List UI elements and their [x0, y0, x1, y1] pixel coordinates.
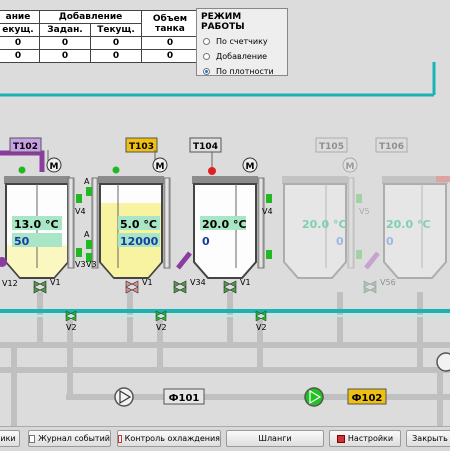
- radio-icon[interactable]: [203, 37, 210, 45]
- svg-text:T103: T103: [129, 142, 154, 152]
- cyan-pipe-main: [0, 309, 450, 317]
- svg-text:Ф101: Ф101: [169, 393, 200, 404]
- tank-tag-t103[interactable]: T103: [125, 137, 158, 153]
- valve-v2-b[interactable]: V2: [155, 310, 167, 332]
- mode-option-addition[interactable]: Добавление: [203, 50, 287, 62]
- valve-v56[interactable]: V56: [363, 278, 396, 294]
- tank-tag-t106[interactable]: T106: [375, 137, 408, 153]
- svg-text:V2: V2: [66, 323, 77, 332]
- tank-value: 12000: [120, 235, 159, 248]
- tank-temperature: 5.0 °C: [120, 218, 157, 231]
- svg-text:T102: T102: [13, 142, 38, 152]
- mode-option-density[interactable]: По плотности: [203, 65, 287, 77]
- close-button[interactable]: Закрыть: [406, 430, 450, 447]
- motor-icon: M: [246, 162, 255, 172]
- svg-text:T106: T106: [379, 142, 404, 152]
- svg-text:V1: V1: [50, 278, 61, 287]
- svg-text:V4: V4: [75, 207, 86, 216]
- pump-icon-1[interactable]: [114, 387, 134, 407]
- mode-panel: РЕЖИМ РАБОТЫ По счетчику Добавление По п…: [196, 8, 288, 76]
- tank-t102[interactable]: M 13.0 °C 50: [4, 150, 75, 279]
- filter-f102[interactable]: Ф102: [347, 388, 387, 405]
- process-scheme: T102 T103 T104 T105 T106 M 13.0 °C 50 V4: [0, 62, 450, 426]
- svg-text:V12: V12: [2, 279, 18, 288]
- svg-text:V34: V34: [190, 278, 206, 287]
- motor-icon: M: [156, 162, 165, 172]
- bottom-toolbar: ики Журнал событий Контроль охлаждения Ш…: [0, 426, 450, 451]
- svg-text:V1: V1: [142, 278, 153, 287]
- tank-tag-t104[interactable]: T104: [189, 137, 222, 153]
- motor-icon: M: [50, 162, 59, 172]
- valve-v2-c[interactable]: V2: [255, 310, 267, 332]
- cyan-pipe-top: [0, 62, 436, 97]
- tank-temperature: 13.0 °C: [14, 218, 59, 231]
- tank-value: 0: [336, 235, 344, 248]
- svg-text:V2: V2: [256, 323, 267, 332]
- tank-tag-t105[interactable]: T105: [315, 137, 348, 153]
- settings-button[interactable]: Настройки: [329, 430, 401, 447]
- tank-tag-t102[interactable]: T102: [9, 137, 42, 153]
- hoses-button[interactable]: Шланги: [226, 430, 324, 447]
- svg-text:V56: V56: [380, 278, 396, 287]
- cooling-icon: [118, 434, 122, 443]
- tank-value: 0: [202, 235, 210, 248]
- pump-icon-3[interactable]: [436, 352, 450, 372]
- pipe-network: [0, 292, 450, 426]
- cooling-control-button[interactable]: Контроль охлаждения: [117, 430, 221, 447]
- valve-v4-t104[interactable]: V4: [262, 194, 273, 216]
- pump-icon-2[interactable]: [304, 387, 324, 407]
- table-cell: 0: [141, 49, 199, 63]
- tank-t104[interactable]: M 20.0 °C 0: [192, 152, 265, 279]
- radio-selected-icon[interactable]: [203, 67, 210, 75]
- toolbar-button-left[interactable]: ики: [0, 430, 20, 447]
- tank-temperature: 20.0 °C: [386, 218, 431, 231]
- valve-v12[interactable]: V12: [0, 257, 18, 288]
- tank-t106[interactable]: [382, 176, 450, 279]
- event-log-icon: [29, 434, 36, 443]
- valve-v5-label[interactable]: V5: [359, 207, 370, 216]
- svg-text:V2: V2: [156, 323, 167, 332]
- svg-text:A: A: [84, 177, 90, 186]
- valve-v3-t104[interactable]: [266, 250, 272, 259]
- table-cell: 0: [39, 49, 91, 63]
- svg-text:V3: V3: [86, 260, 97, 269]
- valve-v3-t102[interactable]: V3: [75, 248, 86, 269]
- valve-v34[interactable]: V34: [173, 278, 206, 294]
- valve-v1-t103[interactable]: V1: [125, 278, 153, 294]
- tank-temperature: 20.0 °C: [202, 218, 247, 231]
- settings-icon: [336, 434, 345, 443]
- valve-v2-a[interactable]: V2: [65, 310, 77, 332]
- mode-panel-title: РЕЖИМ РАБОТЫ: [201, 12, 245, 32]
- filter-f101[interactable]: Ф101: [163, 388, 205, 405]
- svg-text:T104: T104: [193, 142, 218, 152]
- svg-text:V4: V4: [262, 207, 273, 216]
- valve-a-t103-top[interactable]: A: [84, 177, 92, 196]
- svg-text:Ф102: Ф102: [352, 393, 383, 404]
- event-log-button[interactable]: Журнал событий: [28, 430, 111, 447]
- purple-pipe-v56: [364, 251, 380, 270]
- svg-text:V1: V1: [240, 278, 251, 287]
- svg-text:T105: T105: [319, 142, 344, 152]
- motor-icon: M: [346, 162, 355, 172]
- svg-text:A: A: [84, 230, 90, 239]
- tank-value: 50: [14, 235, 30, 248]
- valve-v1-t104[interactable]: V1: [223, 278, 251, 294]
- tank-t105[interactable]: M: [282, 157, 362, 279]
- purple-pipe-v34: [176, 251, 192, 270]
- tank-value: 0: [386, 235, 394, 248]
- svg-text:V3: V3: [75, 260, 86, 269]
- tank-t103[interactable]: M 5.0 °C 12000: [91, 150, 171, 279]
- valve-v3-t103[interactable]: V3: [86, 253, 97, 269]
- valve-v1-t102[interactable]: V1: [33, 278, 61, 294]
- radio-icon[interactable]: [203, 52, 210, 60]
- tank-temperature: 20.0 °C: [302, 218, 347, 231]
- valve-v4-t102[interactable]: V4: [75, 194, 86, 216]
- mode-option-counter[interactable]: По счетчику: [203, 35, 287, 47]
- valve-a-t103-bottom[interactable]: A: [84, 230, 92, 249]
